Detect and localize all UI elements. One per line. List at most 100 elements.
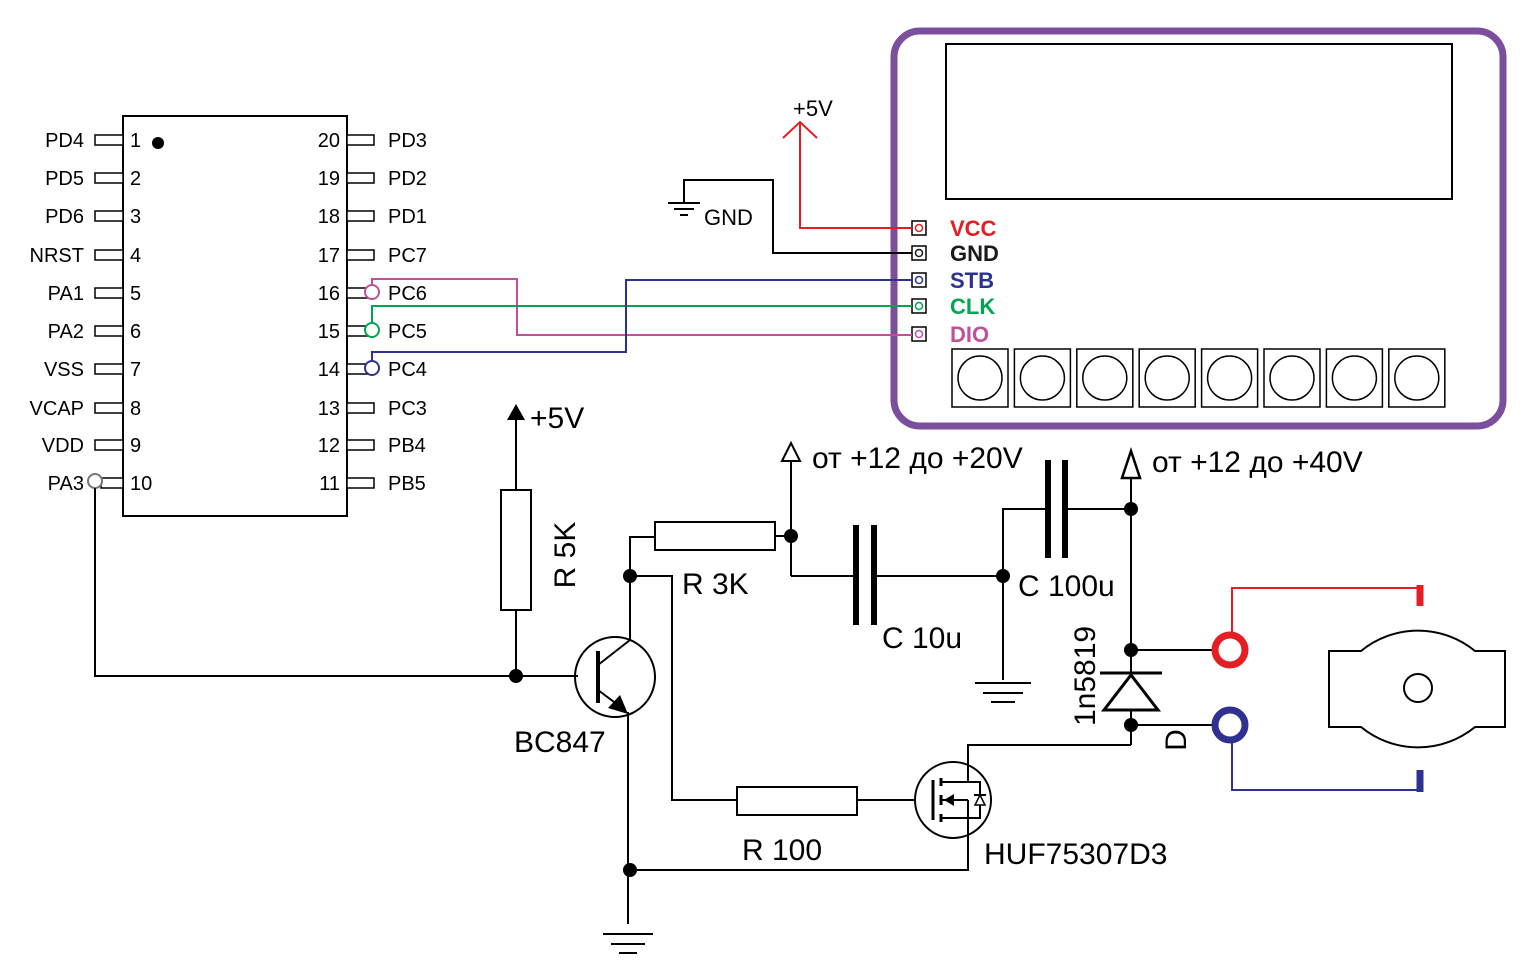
clk-wire: [371, 305, 912, 330]
pc5-connection: [364, 322, 380, 338]
pin-name: PB5: [388, 473, 426, 495]
transistor-label: BC847: [514, 726, 606, 759]
pin-name: PB4: [388, 435, 426, 457]
pin-stub: [94, 249, 124, 261]
pin-name: PC4: [388, 359, 427, 381]
transistor-bc847: [574, 636, 656, 718]
display-button-cap: [1019, 355, 1066, 401]
pin-name: PA1: [48, 283, 84, 305]
pin-number: 6: [130, 321, 141, 343]
stb-wire: [371, 279, 912, 368]
pin-stub: [100, 477, 124, 489]
pin-stub: [346, 210, 375, 222]
display-button-cap: [1082, 355, 1128, 401]
display-pin-hole: [914, 248, 924, 258]
r2-label: R 3K: [682, 568, 749, 601]
pin-name: PA2: [48, 321, 84, 343]
cap-ground-symbol: [975, 682, 1031, 703]
pin-stub: [94, 402, 124, 414]
supply2-arrow: [1120, 447, 1142, 480]
display-buttons: [951, 348, 1446, 408]
pin-stub: [94, 439, 124, 451]
motor-blue-wire: [1231, 740, 1420, 791]
diode-label: 1n5819: [1069, 626, 1102, 726]
r3-label: R 100: [742, 834, 822, 867]
pin-name: VDD: [42, 435, 84, 457]
c1-label: C 10u: [882, 622, 962, 655]
display-vcc-label: +5V: [793, 96, 833, 121]
resistor-5k: [500, 489, 532, 611]
junction: [509, 669, 523, 683]
pin-stub: [346, 439, 375, 451]
pc4-connection: [364, 360, 380, 376]
pin-number: 2: [130, 168, 141, 190]
pin-number: 9: [130, 435, 141, 457]
pin-name: PD1: [388, 206, 427, 228]
pin-number: 16: [318, 283, 340, 305]
pin-stub: [346, 477, 375, 489]
pin-name: PD6: [45, 206, 84, 228]
motor-terminal-negative: [1211, 706, 1249, 744]
pin-stub: [346, 402, 375, 414]
pin-number: 19: [318, 168, 340, 190]
display-pin-label: GND: [950, 241, 999, 266]
display-pin-hole: [914, 329, 924, 339]
motor-terminal-positive: [1211, 631, 1249, 669]
pin-stub: [94, 287, 124, 299]
pin-number: 12: [318, 435, 340, 457]
pin-number: 8: [130, 398, 141, 420]
pin-name: NRST: [30, 245, 84, 267]
gnd-wire: [683, 179, 912, 254]
pin-name: VCAP: [30, 398, 84, 420]
display-pin-hole: [914, 275, 924, 285]
pin-stub: [94, 363, 124, 375]
vcc-wire: [799, 122, 912, 229]
diode-1n5819: [1100, 671, 1162, 712]
pin-number: 17: [318, 245, 340, 267]
pa3-wire: [94, 488, 578, 677]
display-button-cap: [1206, 355, 1253, 401]
motor-red-wire: [1231, 587, 1420, 635]
pin1-marker: [152, 137, 164, 149]
diode-tag: D: [1160, 729, 1193, 751]
pin-number: 3: [130, 206, 141, 228]
pin-name: PD4: [45, 130, 84, 152]
display-pin-label: STB: [950, 268, 994, 293]
pin-number: 18: [318, 206, 340, 228]
vcc-arrow: [782, 120, 818, 139]
pin-number: 1: [130, 130, 141, 152]
pullup-arrow: [507, 404, 525, 420]
pin-number: 15: [318, 321, 340, 343]
display-button-cap: [1394, 355, 1440, 401]
pin-stub: [346, 172, 375, 184]
display-pin-label: VCC: [950, 216, 997, 241]
display-pin-hole: [914, 301, 924, 311]
pin-name: PD3: [388, 130, 427, 152]
supply1-arrow: [780, 440, 802, 462]
motor: [1328, 585, 1506, 792]
pin-name: PA3: [48, 473, 84, 495]
dio-wire: [371, 278, 912, 336]
display-pin-hole: [914, 223, 924, 233]
supply2-label: от +12 до +40V: [1152, 446, 1363, 479]
display-button-cap: [1144, 355, 1190, 401]
pin-number: 10: [130, 473, 152, 495]
pin-name: PC3: [388, 398, 427, 420]
mosfet-label: HUF75307D3: [984, 838, 1167, 871]
pin-stub: [94, 172, 124, 184]
pin-stub: [94, 210, 124, 222]
pin-number: 7: [130, 359, 141, 381]
pin-number: 13: [318, 398, 340, 420]
pin-name: PC5: [388, 321, 427, 343]
display-button-cap: [1269, 355, 1315, 401]
resistor-3k: [654, 521, 776, 551]
pin-stub: [94, 325, 124, 337]
main-ground-symbol: [603, 933, 653, 954]
r1-label: R 5K: [549, 522, 582, 589]
